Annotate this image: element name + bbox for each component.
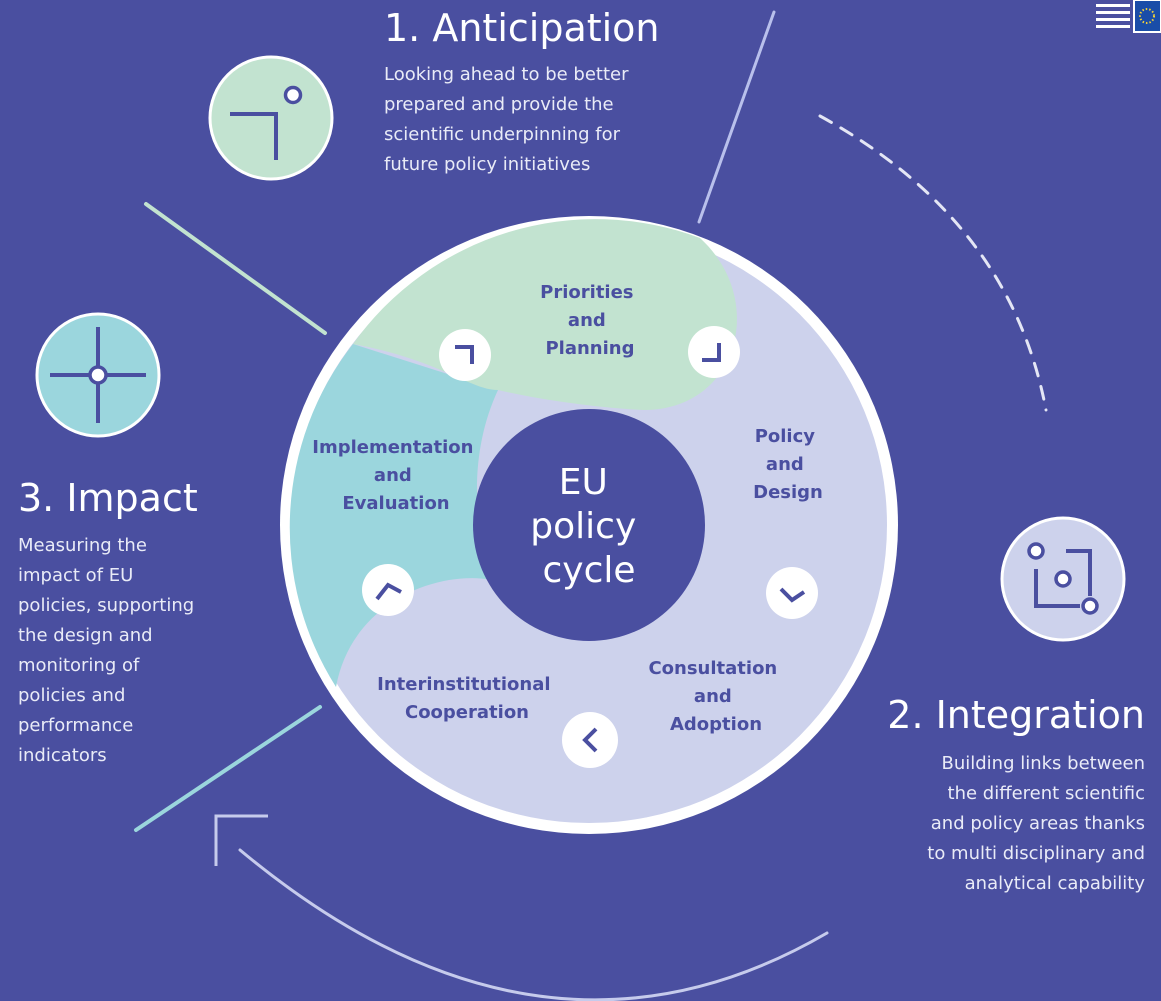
- anticipation-connector-line: [697, 10, 776, 224]
- crosshair-icon: [88, 365, 108, 385]
- linked-circles-icon: [1027, 542, 1099, 615]
- integration-description: Building links between the different sci…: [927, 753, 1145, 894]
- arrow-marker-interinstitutional: [362, 564, 414, 616]
- implementation-label: Implementation and Evaluation: [312, 437, 479, 514]
- center-label: EU policy cycle: [530, 462, 647, 591]
- corner-with-dot-icon: [230, 112, 278, 160]
- bottom-return-arc: [238, 848, 829, 1001]
- policy-design-label: Policy and Design: [753, 426, 823, 503]
- impact-connector-line-bottom: [134, 705, 322, 832]
- chevron-left-icon: [582, 727, 598, 753]
- eu-flag-logo: [1096, 0, 1161, 33]
- corner-arrow-icon: [455, 345, 474, 364]
- bottom-arrowhead-icon: [214, 814, 268, 866]
- integration-title: 2. Integration: [887, 693, 1145, 737]
- impact-title: 3. Impact: [18, 476, 198, 520]
- consultation-label: Consultation and Adoption: [648, 658, 783, 735]
- anticipation-icon: [208, 55, 334, 181]
- priorities-label: Priorities and Planning: [540, 282, 640, 359]
- chevron-up-icon: [375, 582, 402, 601]
- anticipation-description: Looking ahead to be better prepared and …: [384, 64, 629, 175]
- arrow-marker-policy: [688, 326, 740, 378]
- arrow-marker-design: [766, 567, 818, 619]
- impact-icon: [35, 312, 161, 438]
- chevron-down-icon: [779, 587, 806, 603]
- anticipation-title: 1. Anticipation: [384, 6, 660, 50]
- dashed-arc: [818, 114, 1048, 412]
- segment-implementation: [289, 344, 498, 687]
- impact-description: Measuring the impact of EU policies, sup…: [18, 535, 195, 766]
- impact-connector-line-top: [144, 202, 327, 335]
- center-circle: [473, 409, 705, 641]
- integration-icon: [1000, 516, 1126, 642]
- arrow-marker-consultation: [562, 712, 618, 768]
- interinstitutional-label: Interinstitutional Cooperation: [377, 674, 557, 723]
- corner-arrow-icon: [702, 343, 721, 362]
- arrow-marker-priorities: [439, 329, 491, 381]
